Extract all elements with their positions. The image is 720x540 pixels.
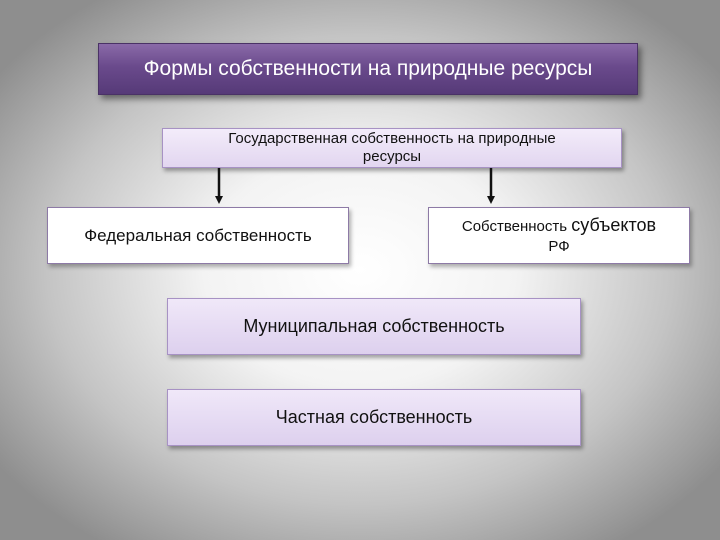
state-ownership-text: Государственная собственность на природн… bbox=[228, 130, 555, 166]
subjects-ownership-line2: РФ bbox=[548, 237, 570, 255]
subjects-ownership-part2: субъектов bbox=[571, 214, 657, 235]
private-ownership-box: Частная собственность bbox=[167, 389, 581, 446]
private-ownership-text: Частная собственность bbox=[275, 407, 473, 427]
diagram-title-text: Формы собственности на природные ресурсы bbox=[143, 57, 593, 80]
state-ownership-box: Государственная собственность на природн… bbox=[162, 128, 622, 168]
municipal-ownership-box: Муниципальная собственность bbox=[167, 298, 581, 355]
subjects-ownership-text: Собственность субъектов РФ bbox=[462, 215, 656, 257]
state-ownership-line2: ресурсы bbox=[362, 148, 422, 165]
municipal-ownership-text: Муниципальная собственность bbox=[243, 316, 505, 336]
diagram-title: Формы собственности на природные ресурсы bbox=[98, 43, 638, 95]
subjects-ownership-box: Собственность субъектов РФ bbox=[428, 207, 690, 264]
federal-ownership-box: Федеральная собственность bbox=[47, 207, 349, 264]
state-ownership-line1: Государственная собственность на природн… bbox=[228, 130, 556, 147]
federal-ownership-text: Федеральная собственность bbox=[84, 225, 312, 245]
subjects-ownership-part1: Собственность bbox=[461, 217, 572, 235]
